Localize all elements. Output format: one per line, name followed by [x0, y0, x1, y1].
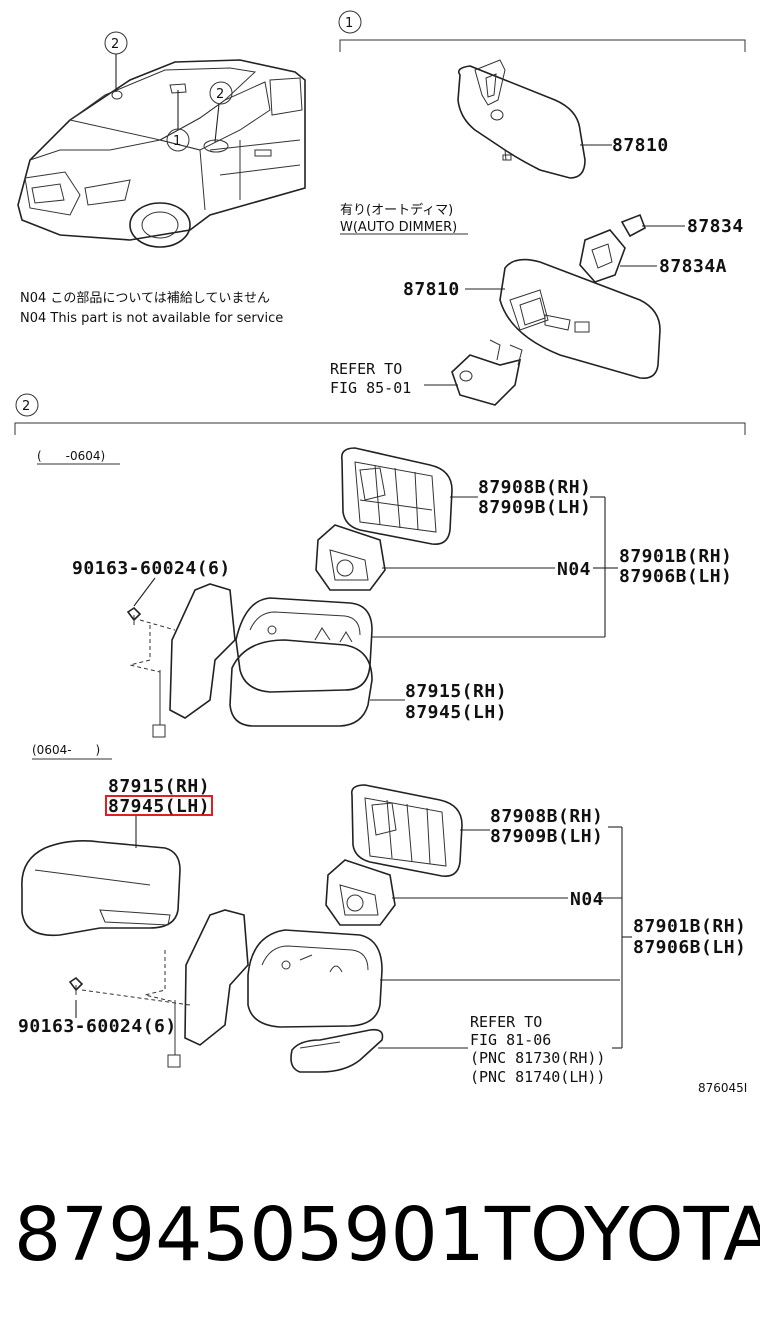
- callout-1-car: 1: [173, 134, 181, 149]
- auto-dimmer-en: W(AUTO DIMMER): [340, 220, 457, 235]
- late-assy-rh: 87901B(RH): [633, 916, 746, 937]
- auto-dimmer-jp: 有り(オートディマ): [340, 202, 453, 218]
- late-screw: 90163-60024(6): [18, 1016, 177, 1037]
- note-n04-en: N04 This part is not available for servi…: [20, 311, 283, 326]
- early-glass-lh: 87909B(LH): [478, 497, 591, 518]
- late-cover-lh: 87945(LH): [108, 796, 210, 817]
- late-motor-code: N04: [570, 889, 604, 910]
- inside-mirror-standard: [457, 59, 612, 179]
- footer-part-number: 8794505901: [14, 1192, 485, 1278]
- car-illustration: [17, 59, 306, 248]
- late-refer-fig: FIG 81-06: [470, 1031, 551, 1049]
- early-screw: 90163-60024(6): [72, 558, 231, 579]
- late-refer-label: REFER TO: [470, 1013, 542, 1031]
- early-glass-rh: 87908B(RH): [478, 477, 591, 498]
- callout-2-a: 2: [111, 37, 119, 52]
- outer-mirror-early: ( -0604): [37, 447, 605, 738]
- note-n04-jp: N04 この部品については補給していません: [20, 291, 270, 306]
- outer-mirror-late: (0604- ): [21, 743, 620, 1073]
- section-2-callout: 2: [22, 399, 30, 414]
- callout-2-b: 2: [216, 87, 224, 102]
- refer-fig-85-01: FIG 85-01: [330, 379, 411, 397]
- highlight-box: [105, 795, 213, 816]
- early-assy-rh: 87901B(RH): [619, 546, 732, 567]
- inside-mirror-auto-dimmer: [451, 213, 661, 406]
- section-1-callout: 1: [345, 16, 353, 31]
- early-cover-rh: 87915(RH): [405, 681, 507, 702]
- late-glass-rh: 87908B(RH): [490, 806, 603, 827]
- range-late: (0604- ): [32, 743, 100, 757]
- refer-to-85-label: REFER TO: [330, 360, 402, 378]
- part-87834a: 87834A: [659, 256, 727, 277]
- range-early: ( -0604): [37, 449, 105, 463]
- footer-brand: TOYOTA: [484, 1192, 760, 1278]
- early-assy-lh: 87906B(LH): [619, 566, 732, 587]
- section-1: 1 87810 有り(オートディマ) W(AUTO DIMMER): [330, 10, 746, 406]
- part-87834: 87834: [687, 216, 744, 237]
- late-pnc-rh: (PNC 81730(RH)): [470, 1049, 605, 1067]
- late-glass-lh: 87909B(LH): [490, 826, 603, 847]
- diagram-code: 876045I: [698, 1081, 747, 1095]
- late-cover-rh: 87915(RH): [108, 776, 210, 797]
- car-callouts: 2 2 1: [104, 31, 233, 152]
- footer-banner: 8794505901 TOYOTA: [14, 1190, 760, 1280]
- late-assy-lh: 87906B(LH): [633, 937, 746, 958]
- late-pnc-lh: (PNC 81740(LH)): [470, 1068, 605, 1086]
- section-2: 2: [14, 393, 746, 435]
- early-motor-code: N04: [557, 559, 591, 580]
- part-87810-dimmer: 87810: [403, 279, 460, 300]
- early-cover-lh: 87945(LH): [405, 702, 507, 723]
- part-87810: 87810: [612, 135, 669, 156]
